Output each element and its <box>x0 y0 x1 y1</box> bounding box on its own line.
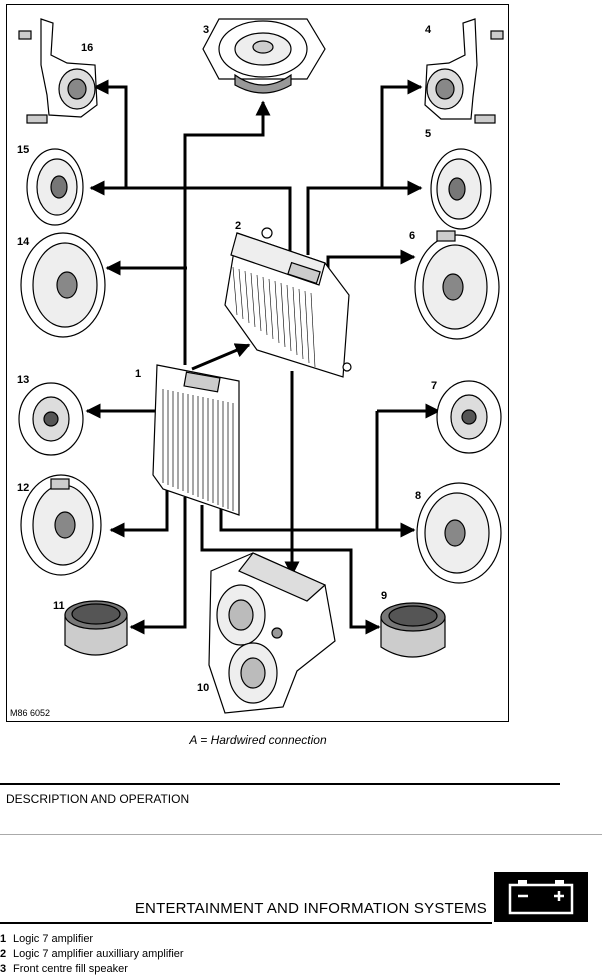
callout-13: 13 <box>17 374 30 386</box>
chapter-rule <box>0 922 492 924</box>
callout-2: 2 <box>235 220 242 232</box>
legend-item: 2 Logic 7 amplifier auxilliary amplifier <box>0 947 184 962</box>
wire-to-subwoofer-right <box>200 505 381 635</box>
page-divider <box>0 834 602 835</box>
callout-15: 15 <box>17 144 30 156</box>
wire-to-rear-left-door <box>109 485 169 538</box>
legend-text: Logic 7 amplifier auxilliary amplifier <box>13 948 184 960</box>
tweeter-rear-left-artwork <box>18 382 84 456</box>
tweeter-left-artwork <box>18 18 98 124</box>
chapter-badge <box>494 872 588 922</box>
tweeter-rear-right-artwork <box>436 380 502 454</box>
wire-to-rear-right-mid <box>326 249 416 285</box>
legend-text: Logic 7 amplifier <box>13 933 94 945</box>
legend-number: 2 <box>0 948 7 960</box>
wire-main-to-aux <box>191 343 251 371</box>
door-speaker-right-artwork <box>430 148 492 230</box>
battery-icon <box>508 880 574 915</box>
rear-door-speaker-left-artwork <box>20 474 102 576</box>
mid-speaker-right-artwork <box>414 230 500 340</box>
auxiliary-amplifier-artwork <box>224 227 352 378</box>
header-rule <box>0 783 560 785</box>
callout-8: 8 <box>415 490 422 502</box>
callout-3: 3 <box>203 24 210 36</box>
mid-speaker-left-artwork <box>20 232 106 338</box>
callout-7: 7 <box>431 380 438 392</box>
wire-to-subwoofer-left <box>129 497 187 635</box>
callout-6: 6 <box>409 230 416 242</box>
callout-12: 12 <box>17 482 30 494</box>
callout-14: 14 <box>17 236 30 248</box>
tweeter-right-artwork <box>424 18 504 124</box>
legend-number: 3 <box>0 963 7 975</box>
callout-11: 11 <box>53 600 65 612</box>
bass-speaker-right-artwork <box>380 602 446 658</box>
wire-to-front-centre-speaker <box>183 100 271 365</box>
legend-item: 1 Logic 7 amplifier <box>0 932 184 947</box>
wire-to-tweeter-left <box>93 79 292 255</box>
callout-16: 16 <box>81 42 94 54</box>
wiring-diagram: 3 4 16 15 5 2 6 14 1 13 7 12 8 9 11 10 M… <box>6 4 509 722</box>
wire-to-tweeter-right <box>306 79 423 255</box>
component-legend: 1 Logic 7 amplifier 2 Logic 7 amplifier … <box>0 932 184 977</box>
wire-to-rear-right-door <box>219 411 379 532</box>
callout-9: 9 <box>381 590 388 602</box>
front-centre-speaker-artwork <box>202 18 326 94</box>
legend-item: 3 Front centre fill speaker <box>0 962 184 977</box>
section-label: DESCRIPTION AND OPERATION <box>6 792 190 806</box>
figure-caption: A = Hardwired connection <box>189 733 327 747</box>
bass-speaker-left-artwork <box>64 600 128 656</box>
logic7-amplifier-artwork <box>152 364 240 516</box>
callout-4: 4 <box>425 24 432 36</box>
legend-number: 1 <box>0 933 7 945</box>
callout-10: 10 <box>197 682 210 694</box>
diagram-artwork <box>18 18 504 714</box>
door-speaker-left-artwork <box>26 148 84 226</box>
rear-door-speaker-right-artwork <box>416 482 502 584</box>
figure-id: M86 6052 <box>10 708 51 718</box>
callout-1: 1 <box>135 368 142 380</box>
legend-text: Front centre fill speaker <box>13 963 128 975</box>
chapter-title: ENTERTAINMENT AND INFORMATION SYSTEMS <box>134 900 487 917</box>
callout-5: 5 <box>425 128 432 140</box>
subwoofer-enclosure-artwork <box>208 552 336 714</box>
